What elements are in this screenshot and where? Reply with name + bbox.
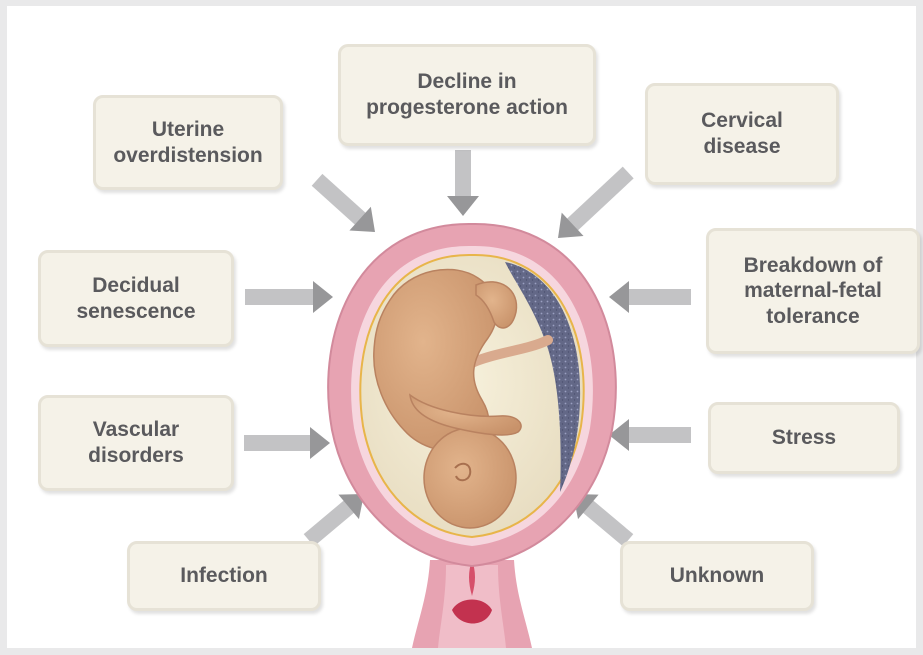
- factor-breakdown-tolerance: Breakdown of maternal-fetal tolerance: [706, 228, 920, 354]
- factor-label: Stress: [772, 425, 836, 451]
- factor-label: Decline in progesterone action: [366, 69, 568, 120]
- factor-label: Uterine overdistension: [113, 117, 262, 168]
- arrow-stress: [609, 419, 691, 451]
- factor-label: Breakdown of maternal-fetal tolerance: [744, 253, 883, 330]
- cervix: [412, 560, 532, 648]
- arrow-vascular-disorders: [244, 427, 330, 459]
- factor-label: Decidual senescence: [76, 273, 195, 324]
- arrow-uterine-overdistension: [306, 168, 385, 244]
- arrow-decidual-senescence: [245, 281, 333, 313]
- factor-uterine-overdistension: Uterine overdistension: [93, 95, 283, 190]
- factor-label: Unknown: [670, 563, 765, 589]
- factor-stress: Stress: [708, 402, 900, 474]
- factor-decidual-senescence: Decidual senescence: [38, 250, 234, 347]
- arrow-breakdown-tolerance: [609, 281, 691, 313]
- factor-unknown: Unknown: [620, 541, 814, 611]
- factor-decline-in-progesterone: Decline in progesterone action: [338, 44, 596, 146]
- arrow-progesterone: [447, 150, 479, 216]
- factor-label: Vascular disorders: [88, 417, 184, 468]
- arrow-cervical-disease: [547, 161, 639, 250]
- factor-vascular-disorders: Vascular disorders: [38, 395, 234, 491]
- factor-infection: Infection: [127, 541, 321, 611]
- factor-label: Infection: [180, 563, 268, 589]
- factor-label: Cervical disease: [701, 108, 783, 159]
- factor-cervical-disease: Cervical disease: [645, 83, 839, 185]
